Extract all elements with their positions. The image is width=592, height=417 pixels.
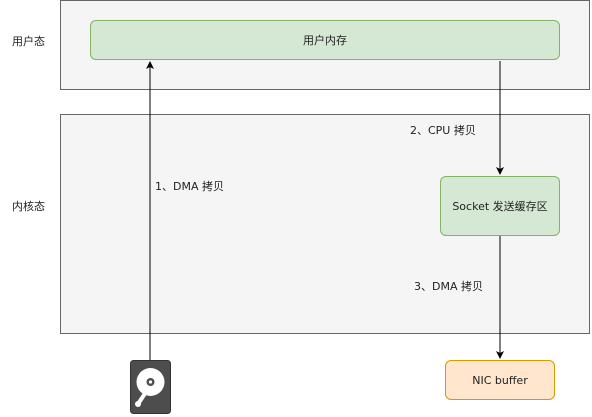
hard-disk-icon bbox=[130, 360, 171, 414]
user-memory-box: 用户内存 bbox=[90, 20, 560, 60]
dma-copy-1-label: 1、DMA 拷贝 bbox=[155, 180, 224, 193]
dma-copy-3-label: 3、DMA 拷贝 bbox=[414, 280, 483, 293]
nic-buffer-box: NIC buffer bbox=[445, 360, 555, 400]
kernel-space-label: 内核态 bbox=[12, 200, 45, 213]
cpu-copy-2-label: 2、CPU 拷贝 bbox=[410, 124, 476, 137]
user-space-label: 用户态 bbox=[12, 35, 45, 48]
socket-send-buffer-box: Socket 发送缓存区 bbox=[440, 176, 560, 236]
